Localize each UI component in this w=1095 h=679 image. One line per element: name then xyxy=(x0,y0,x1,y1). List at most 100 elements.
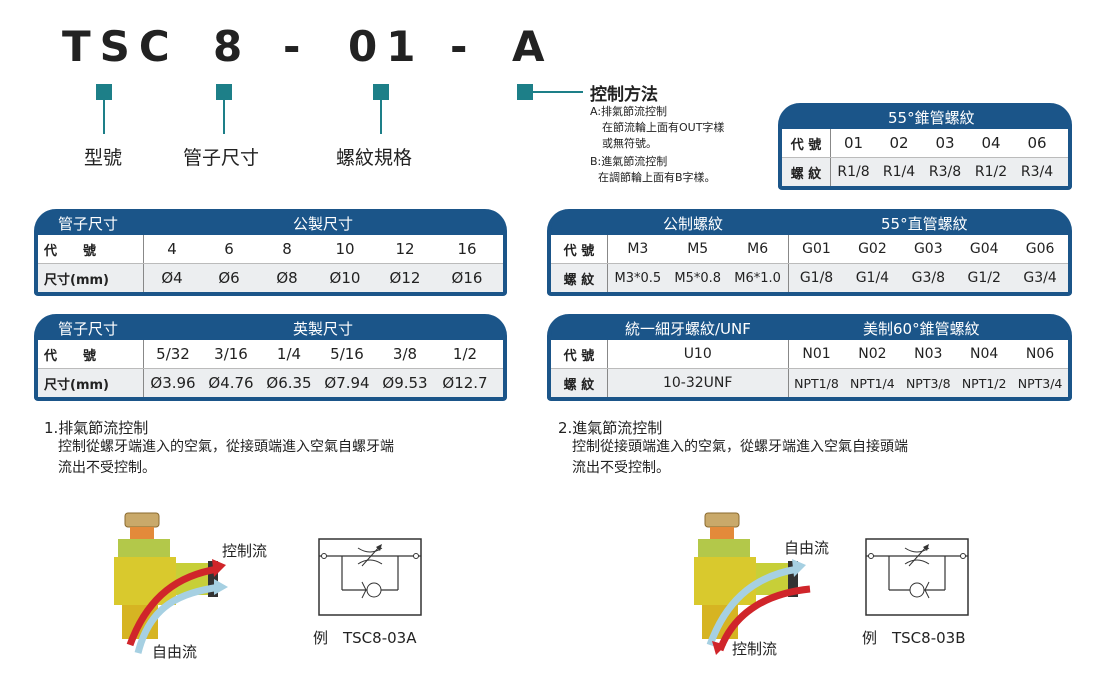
control-method-title: 控制方法 xyxy=(590,85,658,105)
table-cell: 06 xyxy=(1027,134,1047,152)
control-line: 在節流輪上面有OUT字樣 xyxy=(602,121,725,134)
table-cell: M3*0.5 xyxy=(614,270,662,286)
valve-cap xyxy=(698,539,750,557)
table-cell: Ø12.7 xyxy=(442,374,488,392)
table-header-left: 統一細牙螺紋/UNF xyxy=(625,320,751,338)
code-series: TSC xyxy=(62,22,179,71)
table-header-right: 55°直管螺紋 xyxy=(881,215,968,233)
table-cell: N01 xyxy=(802,346,831,362)
row-label: 代 號 xyxy=(782,129,831,157)
controlled-flow-arrow xyxy=(716,585,811,652)
knob-collar xyxy=(130,527,154,539)
table-cell: R1/4 xyxy=(882,164,916,180)
control-line: B:進氣節流控制 xyxy=(590,155,668,168)
label-controlled-flow: 控制流 xyxy=(732,640,778,658)
table-cell: 16 xyxy=(457,240,477,258)
table-cell: 4 xyxy=(167,240,177,258)
control-line: A:排氣節流控制 xyxy=(590,105,668,118)
note2-line: 流出不受控制。 xyxy=(572,460,670,476)
table-cell: 03 xyxy=(935,134,955,152)
row-label: 代 號 xyxy=(551,340,608,368)
row-label: 尺寸(mm) xyxy=(38,264,144,292)
table-cell: N03 xyxy=(914,346,943,362)
flow-control-symbol-a xyxy=(318,538,422,616)
table-header-right: 公製尺寸 xyxy=(293,215,354,233)
row-label: 螺 紋 xyxy=(551,369,608,397)
code-dash-1: - xyxy=(283,22,310,71)
valve-cap xyxy=(118,539,170,557)
taper-thread-table: 55°錐管螺紋 代 號 01 02 03 04 06 螺 紋 R1/8 R1/4… xyxy=(778,103,1072,190)
metric-size-table: 管子尺寸 公製尺寸 代 號 4 6 8 10 12 16 尺寸(mm) Ø4 Ø… xyxy=(34,209,507,296)
connector-line xyxy=(380,100,382,134)
table-cell: Ø10 xyxy=(329,269,361,287)
table-cell: M5 xyxy=(687,241,709,257)
unf-npt-table: 統一細牙螺紋/UNF 美制60°錐管螺紋 代 號 U10 N01 N02 N03… xyxy=(547,314,1072,401)
table-cell: G3/8 xyxy=(911,270,945,286)
note2-title: 2.進氣節流控制 xyxy=(558,419,663,437)
marker-square-tube xyxy=(216,84,232,100)
table-cell: 02 xyxy=(889,134,909,152)
row-label: 代 號 xyxy=(551,235,608,263)
table-cell: Ø3.96 xyxy=(150,374,196,392)
marker-square-control xyxy=(517,84,533,100)
arrow-head xyxy=(212,559,226,577)
table-cell: M6 xyxy=(728,235,789,263)
connector-line xyxy=(103,100,105,134)
table-cell: 5/32 xyxy=(156,345,190,363)
table-cell: 8 xyxy=(282,240,292,258)
row-label: 螺 紋 xyxy=(782,158,831,186)
fitting-ring xyxy=(788,561,798,597)
table-cell: NPT3/4 xyxy=(1017,375,1063,391)
table-cell: R3/4 xyxy=(1020,164,1054,180)
flow-control-symbol-b xyxy=(865,538,969,616)
table-cell: 3/8 xyxy=(392,345,418,363)
table-cell: 10-32UNF xyxy=(608,369,789,397)
label-controlled-flow: 控制流 xyxy=(222,542,268,560)
table-cell: Ø6.35 xyxy=(266,374,312,392)
table-cell: N04 xyxy=(970,346,999,362)
table-header-left: 管子尺寸 xyxy=(58,320,119,338)
knurled-knob xyxy=(704,512,740,528)
valve-illustration-a xyxy=(114,512,228,654)
table-cell: 01 xyxy=(843,134,864,152)
table-cell: M6*1.0 xyxy=(728,264,789,292)
inch-size-table: 管子尺寸 英製尺寸 代 號 5/32 3/16 1/4 5/16 3/8 1/2… xyxy=(34,314,507,401)
table-cell: Ø9.53 xyxy=(382,374,428,392)
table-cell: 6 xyxy=(224,240,234,258)
valve-illustration-b xyxy=(694,512,811,655)
table-cell: Ø8 xyxy=(276,269,298,287)
valve-body xyxy=(114,557,176,605)
table-cell: 3/16 xyxy=(214,345,248,363)
table-cell: R1/8 xyxy=(837,164,870,180)
arrow-head xyxy=(214,579,228,595)
table-header-right: 美制60°錐管螺紋 xyxy=(863,320,980,338)
marker-square-thread xyxy=(373,84,389,100)
table-cell: Ø6 xyxy=(218,269,240,287)
table-cell: M3 xyxy=(627,241,649,257)
table-cell: R3/8 xyxy=(928,164,962,180)
table-cell: N02 xyxy=(858,346,887,362)
table-cell: 12 xyxy=(395,240,415,258)
control-line: 在調節輪上面有B字樣。 xyxy=(598,171,716,184)
label-tube-size: 管子尺寸 xyxy=(183,147,260,169)
table-cell: G01 xyxy=(802,241,831,257)
table-cell: NPT1/2 xyxy=(961,375,1007,391)
row-label: 代 號 xyxy=(38,340,144,368)
table-cell: Ø16 xyxy=(451,269,483,287)
free-flow-arrow xyxy=(706,565,799,647)
row-label: 代 號 xyxy=(38,235,144,263)
table-cell: 10 xyxy=(335,240,355,258)
label-free-flow: 自由流 xyxy=(784,539,830,557)
table-cell: G1/4 xyxy=(855,270,890,286)
note1-line: 流出不受控制。 xyxy=(58,460,156,476)
table-cell: NPT3/8 xyxy=(905,375,951,391)
table-cell: NPT1/8 xyxy=(794,375,839,391)
knob-collar xyxy=(710,527,734,539)
label-thread-spec: 螺紋規格 xyxy=(336,147,413,169)
label-model: 型號 xyxy=(84,147,123,169)
table-cell: 1/4 xyxy=(276,345,302,363)
connector-line xyxy=(533,91,583,93)
table-cell: R1/2 xyxy=(974,164,1008,180)
table-header-left: 管子尺寸 xyxy=(58,215,119,233)
row-label: 螺 紋 xyxy=(551,264,608,292)
